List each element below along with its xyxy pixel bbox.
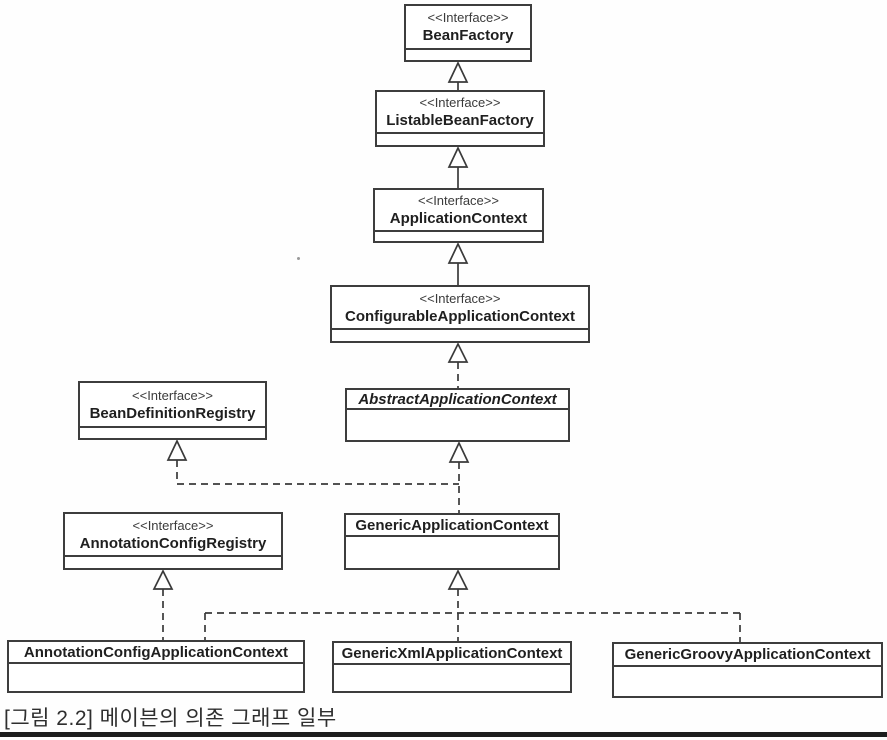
members-compartment (9, 662, 303, 691)
class-box-listablebeanfactory: <<Interface>> ListableBeanFactory (375, 90, 545, 147)
members-compartment (80, 426, 265, 438)
members-compartment (377, 132, 543, 145)
class-name: ConfigurableApplicationContext (345, 307, 575, 325)
members-compartment (346, 535, 558, 568)
class-box-genericgroovyapplicationcontext: GenericGroovyApplicationContext (612, 642, 883, 698)
members-compartment (347, 408, 568, 440)
generalization-bottom-classes-to-genericapplicationcontext (204, 569, 741, 642)
class-name: AnnotationConfigApplicationContext (23, 643, 289, 661)
members-compartment (334, 663, 570, 691)
page-bottom-rule (0, 732, 887, 737)
class-name: GenericGroovyApplicationContext (624, 646, 871, 663)
hollow-triangle-icon (447, 342, 469, 363)
class-name: ApplicationContext (389, 210, 528, 227)
stereotype-label: <<Interface>> (419, 290, 501, 306)
generalization-applicationcontext-to-listablebeanfactory (447, 146, 469, 188)
class-name: BeanDefinitionRegistry (89, 404, 256, 422)
hollow-triangle-icon (447, 569, 469, 590)
hollow-triangle-icon (447, 146, 469, 168)
class-name: AbstractApplicationContext (358, 390, 557, 408)
hollow-triangle-icon (447, 242, 469, 264)
class-box-beanfactory: <<Interface>> BeanFactory (404, 4, 532, 62)
stereotype-label: <<Interface>> (418, 193, 499, 208)
realization-abstractapplicationcontext-to-configurableapplicationcontext (447, 342, 469, 388)
hollow-triangle-icon (447, 61, 469, 83)
stereotype-label: <<Interface>> (427, 10, 509, 25)
realization-genericapplicationcontext-to-beandefinitionregistry (166, 439, 459, 485)
hollow-triangle-icon (166, 439, 188, 461)
class-name: ListableBeanFactory (386, 112, 534, 129)
generalization-genericapplicationcontext-to-abstractapplicationcontext (448, 441, 470, 513)
stereotype-label: <<Interface>> (132, 387, 213, 403)
class-box-applicationcontext: <<Interface>> ApplicationContext (373, 188, 544, 243)
class-box-genericapplicationcontext: GenericApplicationContext (344, 513, 560, 570)
members-compartment (332, 328, 588, 341)
class-box-beandefinitionregistry: <<Interface>> BeanDefinitionRegistry (78, 381, 267, 440)
class-name: AnnotationConfigRegistry (79, 534, 267, 552)
class-box-configurableapplicationcontext: <<Interface>> ConfigurableApplicationCon… (330, 285, 590, 343)
members-compartment (375, 230, 542, 241)
class-name: GenericXmlApplicationContext (341, 644, 563, 662)
class-box-annotationconfigapplicationcontext: AnnotationConfigApplicationContext (7, 640, 305, 693)
generalization-configurableapplicationcontext-to-applicationcontext (447, 242, 469, 285)
scan-artifact-dot (297, 257, 300, 260)
class-box-genericxmlapplicationcontext: GenericXmlApplicationContext (332, 641, 572, 693)
stereotype-label: <<Interface>> (419, 95, 501, 110)
hollow-triangle-icon (448, 441, 470, 463)
members-compartment (406, 48, 530, 60)
members-compartment (65, 555, 281, 568)
hollow-triangle-icon (152, 569, 174, 590)
generalization-listablebeanfactory-to-beanfactory (447, 61, 469, 90)
class-box-abstractapplicationcontext: AbstractApplicationContext (345, 388, 570, 442)
class-name: BeanFactory (422, 27, 514, 44)
figure-caption: [그림 2.2] 메이븐의 의존 그래프 일부 (4, 707, 337, 730)
members-compartment (614, 665, 881, 696)
realization-annotationconfigapplicationcontext-to-annotationconfigregistry (152, 569, 174, 640)
stereotype-label: <<Interface>> (132, 517, 214, 533)
class-name: GenericApplicationContext (355, 516, 549, 534)
class-box-annotationconfigregistry: <<Interface>> AnnotationConfigRegistry (63, 512, 283, 570)
